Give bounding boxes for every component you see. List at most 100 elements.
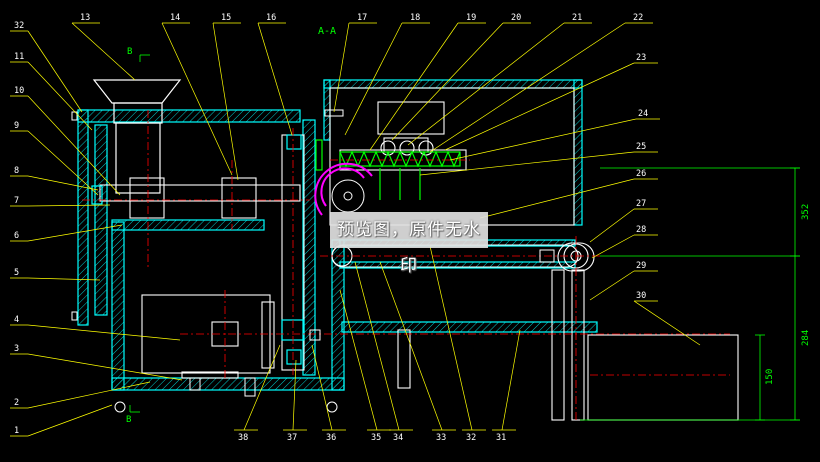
callout-bottom-33-leader [379, 261, 443, 431]
callout-left-2-leader [27, 381, 151, 409]
callout-top-27: 27 [636, 199, 646, 209]
section-b-bottom: B [126, 415, 131, 425]
watermark: 预览图，原件无水印 [330, 212, 488, 276]
callout-bottom-34-leader [354, 261, 400, 431]
callout-left-7-leader [27, 204, 111, 207]
screw [315, 139, 461, 200]
callout-top-14: 14 [170, 13, 180, 23]
callout-top-14-leader [161, 22, 233, 176]
motor-fan [261, 301, 275, 369]
callout-left-1: 1 [14, 426, 19, 436]
callout-left-11: 11 [14, 52, 24, 62]
callout-left-4-leader [27, 324, 181, 341]
callout-left-8-leader [27, 175, 99, 191]
callout-top-22-leader [429, 22, 626, 153]
callout-top-24: 24 [638, 109, 648, 119]
callout-top-21-leader [407, 22, 565, 146]
callout-bottom-32: 32 [466, 433, 476, 443]
pulley-column [302, 119, 316, 376]
callout-top-18-leader [344, 22, 403, 136]
callout-left-11-leader [27, 61, 93, 131]
middle-frame [111, 221, 125, 391]
callout-left-9-leader [27, 130, 99, 196]
callout-top-29-leader [589, 270, 635, 301]
chain-wheel [314, 162, 373, 216]
callout-top-28: 28 [636, 225, 646, 235]
callout-bottom-34: 34 [393, 433, 403, 443]
callout-left-3: 3 [14, 344, 19, 354]
callout-left-1-leader [27, 404, 113, 437]
callout-top-16: 16 [266, 13, 276, 23]
callout-top-22: 22 [633, 13, 643, 23]
callout-bottom-31-leader [501, 329, 521, 431]
base-frame [111, 377, 345, 391]
dim-150: 150 [765, 369, 775, 385]
callout-left-3-leader [27, 353, 183, 381]
callout-top-26-leader [479, 178, 635, 219]
callout-top-29: 29 [636, 261, 646, 271]
callout-top-21: 21 [572, 13, 582, 23]
callout-left-7: 7 [14, 196, 19, 206]
top-cover-right [573, 79, 583, 226]
section-b-top: B [127, 47, 132, 57]
callout-top-24-leader [449, 118, 637, 161]
top-cover [323, 79, 583, 89]
callout-bottom-33: 33 [436, 433, 446, 443]
callout-bottom-38-leader [243, 344, 281, 431]
callout-top-20: 20 [511, 13, 521, 23]
right-box [587, 334, 739, 421]
callout-top-23: 23 [636, 53, 646, 63]
belt-frame-bottom [339, 261, 576, 269]
white-parts [99, 87, 739, 421]
dim-352: 352 [801, 204, 811, 220]
callout-left-4: 4 [14, 315, 19, 325]
callout-left-6-leader [27, 224, 123, 242]
section-label: A-A [318, 26, 336, 37]
callout-left-5-leader [27, 277, 101, 281]
callout-left-10-leader [27, 95, 121, 196]
callout-top-27-leader [589, 208, 635, 243]
callout-left-5: 5 [14, 268, 19, 278]
callout-bottom-36: 36 [326, 433, 336, 443]
bolts [71, 109, 555, 413]
callout-top-30-leader [633, 300, 701, 346]
callout-top-16-leader [257, 22, 293, 136]
callout-bottom-37-leader [292, 359, 297, 431]
callout-left-10: 10 [14, 86, 24, 96]
chain-sprocket [331, 179, 365, 213]
callout-top-18: 18 [410, 13, 420, 23]
callout-left-32-leader [27, 30, 83, 113]
callout-left-2: 2 [14, 398, 19, 408]
callout-top-23-leader [444, 62, 635, 151]
callout-top-25-leader [419, 151, 635, 176]
leg-2 [551, 269, 565, 421]
bearing-mid [221, 177, 257, 219]
left-inner-frame [94, 124, 108, 316]
callout-bottom-36-leader [311, 344, 333, 431]
callout-left-6: 6 [14, 231, 19, 241]
callout-top-19-leader [369, 22, 459, 151]
callout-left-8: 8 [14, 166, 19, 176]
motor-body [141, 294, 271, 374]
hopper [92, 79, 182, 194]
center-lines [82, 110, 730, 420]
hopper-box [77, 109, 301, 123]
callout-top-15-leader [212, 22, 239, 181]
leg-1 [397, 329, 411, 389]
bearing-left [129, 177, 165, 219]
platform [341, 321, 598, 333]
callout-bottom-35-leader [339, 289, 378, 431]
callout-top-25: 25 [636, 142, 646, 152]
callout-bottom-31: 31 [496, 433, 506, 443]
callout-bottom-37: 37 [287, 433, 297, 443]
leg-3 [571, 269, 585, 421]
callout-top-17: 17 [357, 13, 367, 23]
callout-bottom-35: 35 [371, 433, 381, 443]
callout-top-15: 15 [221, 13, 231, 23]
callout-top-13-leader [71, 22, 136, 81]
shelf [111, 219, 265, 231]
callout-top-19: 19 [466, 13, 476, 23]
callout-top-30: 30 [636, 291, 646, 301]
